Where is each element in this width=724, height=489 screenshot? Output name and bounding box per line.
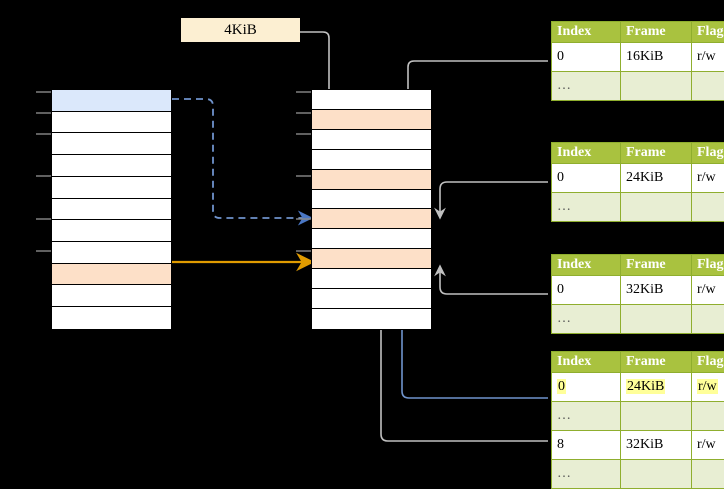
virtual-page-row-10: [52, 307, 171, 329]
page-table-4-row[interactable]: …: [552, 460, 724, 489]
page-table-4-row[interactable]: …: [552, 402, 724, 431]
virtual-page-row-7: [52, 242, 171, 264]
physical-frame-row-9: [312, 269, 431, 289]
page-table-3-cell-flags-0: r/w: [692, 276, 724, 305]
physical-frame-row-11: [312, 309, 431, 329]
page-table-1-cell-flags-0: r/w: [692, 43, 724, 72]
page-table-2-cell-index-0: 0: [552, 164, 621, 193]
physical-memory-stack: [311, 89, 432, 330]
page-table-3-header-row: IndexFrameFlags: [552, 255, 724, 276]
page-table-1-header-row: IndexFrameFlags: [552, 22, 724, 43]
page-table-4-header-flags: Flags: [692, 352, 724, 373]
page-table-4-header-row: IndexFrameFlags: [552, 352, 724, 373]
physical-frame-row-6: [312, 209, 431, 229]
page-table-2: IndexFrameFlags024KiBr/w…: [551, 142, 724, 222]
virtual-page-row-2: [52, 133, 171, 155]
physical-frame-row-8: [312, 249, 431, 269]
page-size-label-text: 4KiB: [224, 23, 257, 38]
physical-frame-row-0: [312, 90, 431, 110]
physical-frame-row-10: [312, 289, 431, 309]
page-table-3-cell-flags-1: [692, 305, 724, 334]
page-table-4-cell-index-2: 8: [552, 431, 621, 460]
page-table-4-cell-index-3: …: [552, 460, 621, 489]
physical-frame-row-3: [312, 150, 431, 170]
page-table-1-cell-index-1: …: [552, 72, 621, 101]
page-table-4-row[interactable]: 0 24KiB r/w: [552, 373, 724, 402]
page-table-3-cell-index-0: 0: [552, 276, 621, 305]
page-table-3-header-frame: Frame: [621, 255, 692, 276]
page-table-2-row[interactable]: …: [552, 193, 724, 222]
page-table-1-cell-frame-1: [621, 72, 692, 101]
page-table-4-cell-index-1: …: [552, 402, 621, 431]
virtual-address-space-stack: [51, 89, 172, 330]
page-table-1-cell-frame-0: 16KiB: [621, 43, 692, 72]
highlight-mark: 0: [557, 379, 566, 394]
wire-left0-to-mid6-dashed: [172, 99, 306, 218]
page-table-2-cell-flags-0: r/w: [692, 164, 724, 193]
page-table-1-cell-flags-1: [692, 72, 724, 101]
page-table-2-cell-index-1: …: [552, 193, 621, 222]
page-table-2-header-row: IndexFrameFlags: [552, 143, 724, 164]
page-table-2-header-flags: Flags: [692, 143, 724, 164]
page-table-3-row[interactable]: …: [552, 305, 724, 334]
physical-frame-row-5: [312, 190, 431, 210]
page-size-label: 4KiB: [181, 18, 300, 42]
page-table-1-row[interactable]: …: [552, 72, 724, 101]
page-table-4-header-frame: Frame: [621, 352, 692, 373]
left-stack-ticks: [36, 92, 52, 251]
page-table-4-header-index: Index: [552, 352, 621, 373]
highlight-mark: r/w: [697, 379, 718, 394]
virtual-page-row-4: [52, 177, 171, 199]
virtual-page-row-5: [52, 199, 171, 221]
page-table-1-header-flags: Flags: [692, 22, 724, 43]
page-table-4-cell-flags-2: r/w: [692, 431, 724, 460]
page-table-1-header-index: Index: [552, 22, 621, 43]
virtual-page-row-8: [52, 264, 171, 286]
physical-frame-row-4: [312, 170, 431, 190]
virtual-page-row-1: [52, 112, 171, 134]
highlight-mark: 24KiB: [626, 379, 665, 394]
page-table-3-header-index: Index: [552, 255, 621, 276]
page-table-4-cell-flags-3: [692, 460, 724, 489]
middle-stack-ticks: [296, 92, 312, 251]
physical-frame-row-1: [312, 110, 431, 130]
page-table-3-cell-frame-0: 32KiB: [621, 276, 692, 305]
page-table-4-cell-frame-1: [621, 402, 692, 431]
physical-frame-row-2: [312, 130, 431, 150]
page-table-1-header-frame: Frame: [621, 22, 692, 43]
virtual-page-row-9: [52, 285, 171, 307]
page-table-1-cell-index-0: 0: [552, 43, 621, 72]
physical-frame-row-7: [312, 229, 431, 249]
page-table-3-cell-index-1: …: [552, 305, 621, 334]
virtual-page-row-0: [52, 90, 171, 112]
page-table-2-header-index: Index: [552, 143, 621, 164]
wire-table2-to-mid6: [440, 182, 548, 214]
page-table-4-cell-flags-0: r/w: [692, 373, 724, 402]
page-table-2-cell-frame-0: 24KiB: [621, 164, 692, 193]
page-table-4: IndexFrameFlags024KiBr/w…832KiBr/w…: [551, 351, 724, 489]
page-table-4-cell-index-0: 0: [552, 373, 621, 402]
wire-table3-to-mid8: [440, 270, 548, 294]
page-table-2-cell-frame-1: [621, 193, 692, 222]
page-table-2-cell-flags-1: [692, 193, 724, 222]
page-table-3: IndexFrameFlags032KiBr/w…: [551, 254, 724, 334]
page-table-2-header-frame: Frame: [621, 143, 692, 164]
page-table-3-cell-frame-1: [621, 305, 692, 334]
page-table-4-cell-frame-2: 32KiB: [621, 431, 692, 460]
page-table-3-header-flags: Flags: [692, 255, 724, 276]
virtual-page-row-6: [52, 220, 171, 242]
page-table-4-cell-frame-0: 24KiB: [621, 373, 692, 402]
virtual-page-row-3: [52, 155, 171, 177]
page-table-1: IndexFrameFlags016KiBr/w…: [551, 21, 724, 101]
page-table-4-cell-flags-1: [692, 402, 724, 431]
page-table-4-cell-frame-3: [621, 460, 692, 489]
